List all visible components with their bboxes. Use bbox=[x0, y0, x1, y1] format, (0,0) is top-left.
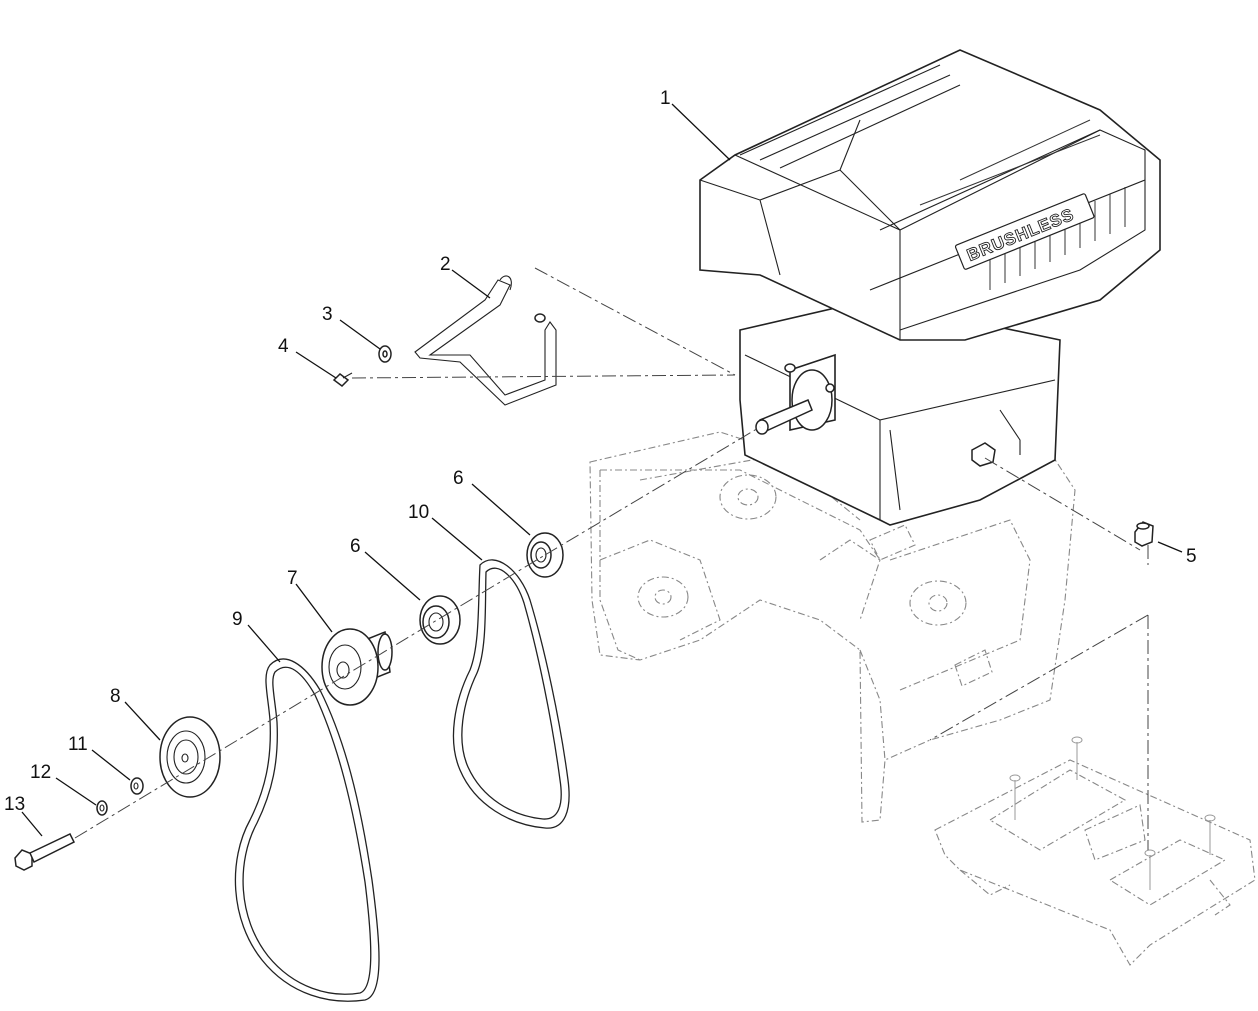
callout-4: 4 bbox=[278, 336, 289, 357]
callout-5: 5 bbox=[1186, 546, 1197, 567]
pulley-8 bbox=[159, 716, 221, 798]
belt-10 bbox=[452, 559, 570, 829]
callout-8: 8 bbox=[110, 686, 121, 707]
washer-11 bbox=[130, 777, 144, 795]
callout-7: 7 bbox=[287, 568, 298, 589]
washer-3 bbox=[378, 345, 392, 363]
callout-9: 9 bbox=[232, 609, 243, 630]
callouts: 1 2 3 4 5 6 6 7 8 9 10 11 12 13 bbox=[4, 88, 1197, 837]
callout-10: 10 bbox=[408, 502, 429, 523]
belt-guard bbox=[414, 275, 557, 406]
frame-ghost bbox=[589, 431, 1076, 823]
callout-13: 13 bbox=[4, 794, 25, 815]
screw-4 bbox=[332, 372, 353, 387]
bearing-6-lower bbox=[419, 595, 461, 645]
mounting-plate bbox=[934, 736, 1256, 966]
assembly-center-lines bbox=[74, 267, 1149, 850]
callout-2: 2 bbox=[440, 254, 451, 275]
lockwasher-12 bbox=[96, 800, 108, 816]
callout-1: 1 bbox=[660, 88, 671, 109]
callout-12: 12 bbox=[30, 762, 51, 783]
callout-11: 11 bbox=[68, 734, 88, 755]
pulley-7 bbox=[321, 628, 393, 706]
nut-5 bbox=[1134, 521, 1154, 547]
bolt-13 bbox=[14, 833, 76, 871]
callout-3: 3 bbox=[322, 304, 333, 325]
brushless-motor: BRUSHLESS bbox=[699, 49, 1161, 526]
callout-6-lower: 6 bbox=[350, 536, 361, 557]
callout-6-upper: 6 bbox=[453, 468, 464, 489]
belt-9 bbox=[234, 658, 380, 1002]
